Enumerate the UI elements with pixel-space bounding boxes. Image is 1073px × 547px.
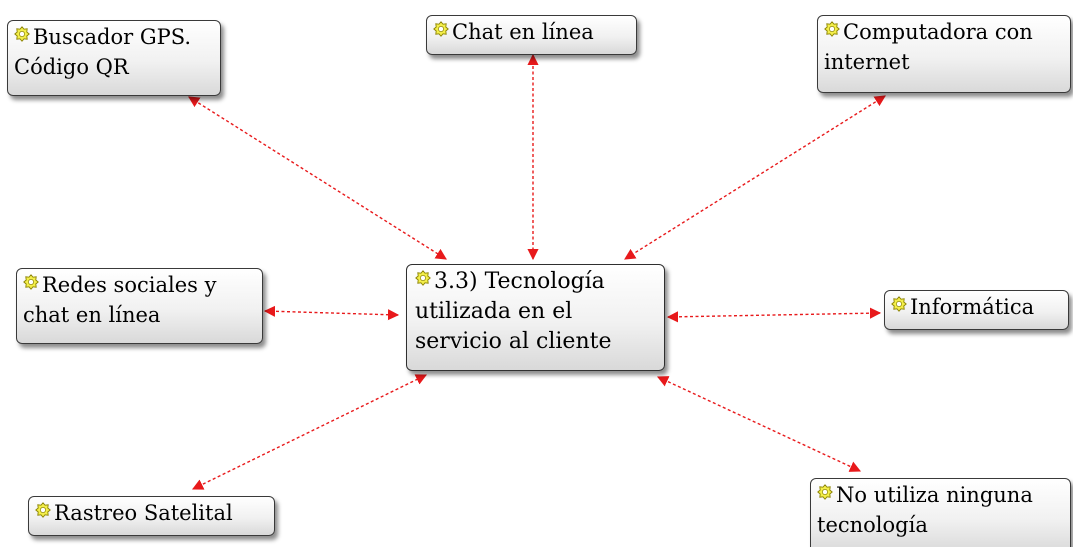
node-label-line-2: internet	[824, 50, 910, 74]
node-redes-sociales[interactable]: Redes sociales y chat en línea	[16, 268, 263, 344]
connector-rastreo-satelital	[191, 374, 428, 490]
concept-icon	[817, 484, 833, 500]
node-label-line-1: Rastreo Satelital	[54, 501, 233, 525]
connector-redes-sociales	[263, 305, 400, 321]
node-no-utiliza[interactable]: No utiliza ninguna tecnología	[810, 478, 1071, 547]
connector-buscador-gps	[188, 96, 447, 260]
node-informatica[interactable]: Informática	[884, 290, 1069, 330]
central-node-line-1: 3.3) Tecnología	[434, 269, 605, 294]
concept-icon	[891, 296, 907, 312]
connector-no-utiliza	[656, 376, 862, 472]
node-label-line-1: Computadora con	[843, 20, 1033, 44]
concept-icon	[824, 21, 840, 37]
concept-icon	[14, 26, 30, 42]
concept-icon	[415, 270, 431, 286]
node-label-line-1: Buscador GPS.	[33, 25, 192, 49]
node-rastreo-satelital[interactable]: Rastreo Satelital	[28, 496, 275, 536]
node-label-line-1: Redes sociales y	[42, 273, 217, 297]
concept-icon	[433, 21, 449, 37]
node-label-line-2: Código QR	[14, 55, 129, 79]
node-buscador-gps[interactable]: Buscador GPS. Código QR	[7, 20, 221, 96]
connector-informatica	[666, 307, 882, 323]
concept-icon	[23, 274, 39, 290]
concept-icon	[35, 502, 51, 518]
central-node[interactable]: 3.3) Tecnología utilizada en el servicio…	[406, 264, 665, 371]
central-node-line-3: servicio al cliente	[415, 329, 612, 354]
node-label-line-2: chat en línea	[23, 303, 161, 327]
node-computadora[interactable]: Computadora con internet	[817, 15, 1071, 93]
node-label-line-1: Chat en línea	[452, 20, 594, 44]
node-label-line-1: Informática	[910, 295, 1035, 319]
connector-computadora	[624, 95, 886, 260]
node-chat-en-linea[interactable]: Chat en línea	[426, 15, 637, 55]
node-label-line-2: tecnología	[817, 513, 928, 537]
central-node-line-2: utilizada en el	[415, 299, 573, 324]
node-label-line-1: No utiliza ninguna	[836, 483, 1033, 507]
